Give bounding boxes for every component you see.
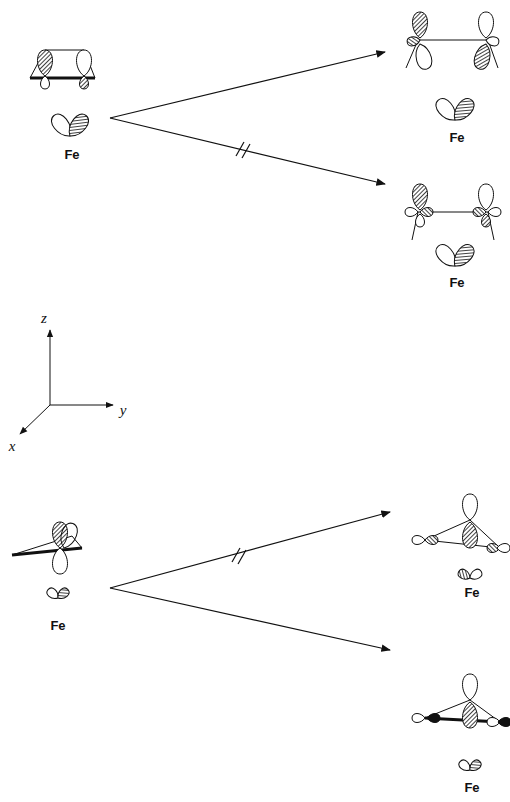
metal-label: Fe [464,781,479,794]
axis-label: z [41,311,47,326]
bonding-combination-top [406,12,500,125]
coordinate-axes [20,330,113,434]
reaction-arrows-bottom [110,512,390,650]
metal-label: Fe [464,586,479,599]
metal-label: Fe [64,148,79,161]
metal-label: Fe [50,619,65,632]
ring-orbital-bottom-left [12,521,82,601]
bonding-combination-bottom [412,674,510,773]
ring-orbital-top-left [30,50,95,141]
axis-label: x [9,439,16,454]
reaction-arrows-top [110,52,385,184]
forbidden-combination-top [405,184,501,271]
forbidden-combination-bottom [412,494,510,582]
axis-label: y [120,403,127,418]
metal-label: Fe [449,131,464,144]
metal-label: Fe [449,276,464,289]
